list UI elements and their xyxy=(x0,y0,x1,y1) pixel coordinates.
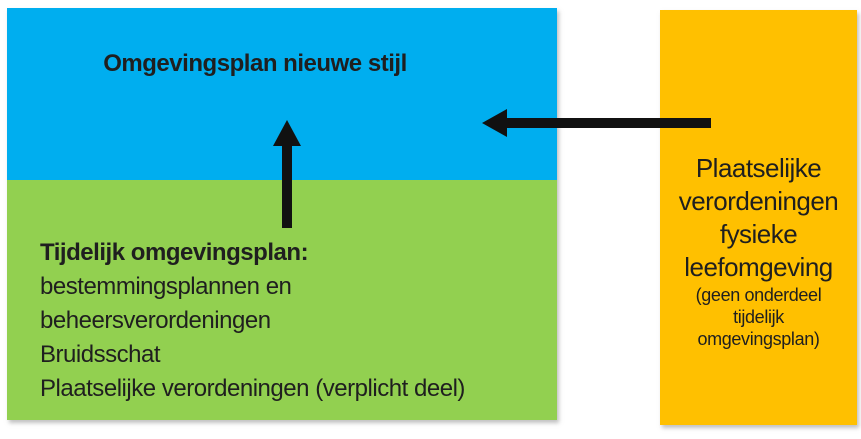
new-style-title: Omgevingsplan nieuwe stijl xyxy=(103,50,407,77)
temporary-plan-line: Bruidsschat xyxy=(40,341,161,368)
local-ordinances-note-line: tijdelijk xyxy=(733,307,784,327)
temporary-plan-line: bestemmingsplannen en xyxy=(40,273,292,300)
temporary-plan-heading: Tijdelijk omgevingsplan: xyxy=(40,239,309,266)
left-block-stack: Omgevingsplan nieuwe stijl Tijdelijk omg… xyxy=(7,8,557,420)
local-ordinances-line: verordeningen xyxy=(678,186,839,216)
arrow-up-shaft xyxy=(282,144,292,228)
local-ordinances-line: fysieke xyxy=(719,219,798,249)
temporary-plan-text: Tijdelijk omgevingsplan: bestemmingsplan… xyxy=(40,236,465,406)
arrow-left-icon xyxy=(482,109,507,137)
local-ordinances-text: Plaatselijke verordeningen fysieke leefo… xyxy=(660,10,857,284)
block-plaatselijke-verordeningen: Plaatselijke verordeningen fysieke leefo… xyxy=(660,10,857,425)
local-ordinances-line: Plaatselijke xyxy=(695,153,822,183)
local-ordinances-note-line: (geen onderdeel xyxy=(695,285,822,305)
arrow-up-icon xyxy=(273,120,301,146)
local-ordinances-note-line: omgevingsplan) xyxy=(697,329,820,349)
temporary-plan-line: Plaatselijke verordeningen (verplicht de… xyxy=(40,375,465,402)
arrow-left-shaft xyxy=(505,118,711,128)
temporary-plan-line: beheersverordeningen xyxy=(40,307,271,334)
local-ordinances-line: leefomgeving xyxy=(684,252,833,282)
block-tijdelijk-omgevingsplan: Tijdelijk omgevingsplan: bestemmingsplan… xyxy=(7,180,557,420)
local-ordinances-note: (geen onderdeel tijdelijk omgevingsplan) xyxy=(660,284,857,350)
